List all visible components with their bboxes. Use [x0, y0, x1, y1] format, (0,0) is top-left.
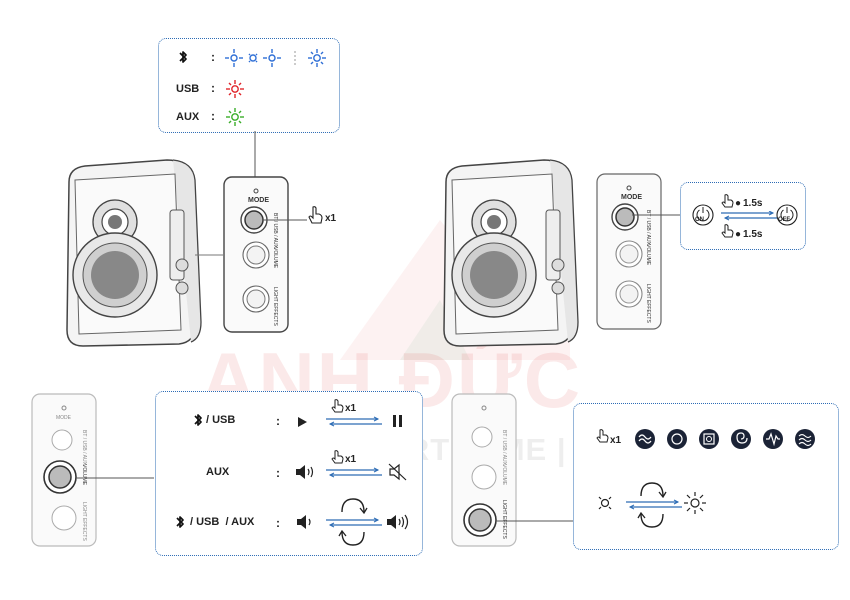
svg-text:LIGHT EFFECTS: LIGHT EFFECTS — [501, 500, 507, 539]
mode-row-colon: : — [211, 50, 215, 64]
row-colon: : — [276, 516, 280, 530]
speaker-front-right — [443, 159, 579, 347]
light-effects-row — [635, 429, 815, 449]
hand-press-icon — [596, 429, 609, 443]
bluetooth-icon — [194, 414, 202, 426]
mute-icon — [388, 463, 407, 481]
speaker-front-left — [66, 159, 202, 347]
play-icon — [298, 417, 307, 427]
power-on-icon — [692, 204, 714, 226]
svg-text:BT / USB / AUX: BT / USB / AUX — [501, 430, 507, 466]
volume-down-icon — [297, 515, 311, 529]
clock-icon: ● — [735, 229, 742, 240]
speaker-icon — [296, 465, 314, 479]
pulse-icon — [763, 429, 783, 449]
brightness-high-icon — [684, 492, 706, 514]
hand-press-icon — [308, 206, 323, 224]
toggle-arrows — [721, 211, 777, 221]
light-connector-line — [495, 520, 573, 522]
svg-text:VOLUME: VOLUME — [501, 464, 507, 486]
clock-icon: ● — [735, 198, 742, 209]
volume-up-icon — [387, 514, 409, 530]
bluetooth-icon — [179, 51, 187, 63]
waves-icon — [795, 429, 815, 449]
usb-label: USB — [176, 83, 200, 95]
svg-text:MODE: MODE — [621, 194, 642, 201]
wave-icon — [635, 429, 655, 449]
row-colon: : — [276, 466, 280, 480]
svg-text:BT / USB / AUX: BT / USB / AUX — [81, 430, 87, 466]
press-count: x1 — [345, 454, 357, 465]
off-label: OFF — [778, 217, 790, 223]
row-source-label: / USB — [206, 414, 236, 426]
power-panel: ON ● 1.5s ● 1.5s OFF — [680, 182, 806, 250]
back-panel-volume: MODE BT / USB / AUX VOLUME LIGHT EFFECTS — [31, 393, 97, 547]
light-panel: x1 — [573, 403, 839, 550]
row-source-label: / USB / AUX — [190, 516, 255, 528]
on-label: ON — [695, 217, 704, 223]
toggle-arrows — [626, 499, 682, 510]
hand-press-icon — [721, 194, 734, 208]
power-off-icon — [776, 204, 798, 226]
bluetooth-icon — [176, 516, 184, 528]
rotate-clockwise-icon — [640, 482, 667, 498]
red-led-icon — [226, 80, 244, 98]
press-arrow-line — [262, 219, 307, 221]
speaker-side-connectors — [545, 209, 565, 295]
toggle-arrows — [326, 467, 382, 478]
connector-dash — [195, 254, 223, 256]
svg-text:MODE: MODE — [56, 415, 72, 421]
back-panel-2: MODE BT / USB / AUX VOLUME LIGHT EFFECTS — [596, 173, 662, 330]
press-count: x1 — [610, 435, 622, 446]
circle-icon — [667, 429, 687, 449]
rotate-counterclockwise-icon — [338, 530, 365, 546]
svg-text:MODE: MODE — [248, 197, 269, 204]
svg-text:BT / USB / AUX: BT / USB / AUX — [272, 213, 278, 249]
svg-text:VOLUME: VOLUME — [645, 244, 651, 266]
rotate-clockwise-icon — [341, 498, 368, 514]
toggle-arrows — [326, 517, 382, 528]
blue-blinking-led-icon — [225, 49, 326, 67]
svg-text:LIGHT EFFECTS: LIGHT EFFECTS — [272, 287, 278, 326]
back-panel-1: MODE BT / USB / AUX VOLUME LIGHT EFFECTS — [223, 176, 289, 333]
hand-press-icon — [331, 450, 344, 464]
hand-press-icon — [331, 399, 344, 413]
volume-panel: / USB : x1 AUX : x1 / USB / AU — [155, 391, 423, 556]
hold-time-off: 1.5s — [743, 198, 763, 209]
mode-panel: : USB : AUX : — [158, 38, 340, 133]
row-source-label: AUX — [206, 466, 230, 478]
spiral-icon — [731, 429, 751, 449]
row-colon: : — [276, 414, 280, 428]
svg-text:VOLUME: VOLUME — [272, 247, 278, 269]
press-count: x1 — [325, 213, 337, 224]
green-led-icon — [226, 108, 244, 126]
mode-row-colon: : — [211, 81, 215, 95]
brightness-low-icon — [598, 496, 612, 510]
press-count: x1 — [345, 403, 357, 414]
svg-text:VOLUME: VOLUME — [81, 464, 87, 486]
svg-text:LIGHT EFFECTS: LIGHT EFFECTS — [645, 284, 651, 323]
speaker-side-connectors — [169, 209, 189, 295]
hand-press-icon — [721, 224, 734, 238]
square-icon — [699, 429, 719, 449]
hold-time-on: 1.5s — [743, 229, 763, 240]
back-panel-light: BT / USB / AUX VOLUME LIGHT EFFECTS — [451, 393, 517, 547]
pause-icon — [393, 415, 402, 427]
toggle-arrows — [326, 416, 382, 427]
rotate-counterclockwise-icon — [637, 512, 664, 528]
aux-label: AUX — [176, 111, 200, 123]
volume-connector-line — [76, 477, 154, 479]
power-connector-line — [632, 214, 680, 216]
mode-row-colon: : — [211, 109, 215, 123]
svg-text:BT / USB / AUX: BT / USB / AUX — [645, 210, 651, 246]
svg-text:LIGHT EFFECTS: LIGHT EFFECTS — [81, 502, 87, 541]
